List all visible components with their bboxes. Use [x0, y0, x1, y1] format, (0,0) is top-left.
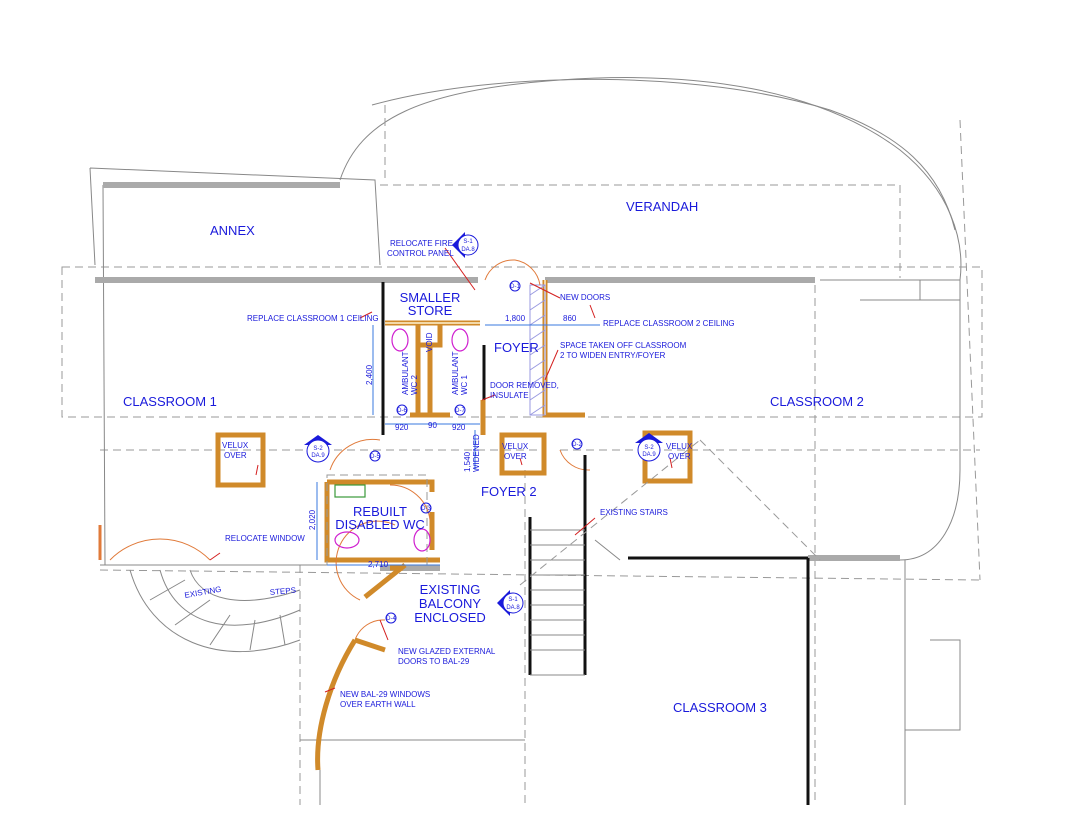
room-ambulant-wc-2: AMBULANTWC 2: [401, 351, 419, 395]
room-void: VOID: [425, 332, 434, 352]
toilet-icon: [391, 328, 409, 352]
toilet-icon: [334, 531, 360, 549]
svg-text:D-2: D-2: [572, 442, 582, 448]
note-existing-stairs: EXISTING STAIRS: [600, 508, 668, 517]
room-classroom-2: CLASSROOM 2: [770, 394, 864, 409]
svg-text:D-5: D-5: [370, 454, 380, 460]
room-foyer-2: FOYER 2: [481, 484, 537, 499]
external-steps: EXISTING STEPS: [129, 569, 301, 653]
leader-lines: [209, 247, 673, 693]
note-replace-classroom-2-ceiling: REPLACE CLASSROOM 2 CEILING: [603, 319, 735, 328]
room-ambulant-wc-1: AMBULANTWC 1: [451, 351, 469, 395]
section-marker-s1-top: S-1 DA.8: [452, 232, 479, 258]
note-new-doors: NEW DOORS: [560, 293, 610, 302]
svg-text:DA.9: DA.9: [642, 452, 656, 458]
amenities-walls: [98, 259, 693, 771]
svg-text:DA.8: DA.8: [461, 247, 475, 253]
room-verandah: VERANDAH: [626, 199, 698, 214]
dim-1800: 1,800: [505, 314, 526, 323]
existing-stairs-drawing: [519, 439, 821, 676]
room-classroom-1: CLASSROOM 1: [123, 394, 217, 409]
existing-outlines: [61, 77, 983, 805]
dimension-lines: 1,800 860 2,400 920 90 920 1,540WIDENED …: [308, 314, 600, 569]
svg-text:S-2: S-2: [313, 446, 323, 452]
note-relocate-window: RELOCATE WINDOW: [225, 534, 305, 543]
section-marker-s2-left: S-2 DA.9: [304, 435, 332, 463]
svg-text:DA.8: DA.8: [506, 605, 520, 611]
velux-over-classroom1: [215, 432, 266, 488]
room-classroom-3: CLASSROOM 3: [673, 700, 767, 715]
note-replace-classroom-1-ceiling: REPLACE CLASSROOM 1 CEILING: [247, 314, 379, 323]
basin-icon: [413, 528, 431, 552]
dim-2710: 2,710: [368, 560, 389, 569]
svg-text:D-1: D-1: [510, 284, 520, 290]
existing-label: EXISTING: [184, 585, 222, 600]
dim-90: 90: [428, 421, 437, 430]
svg-text:D-7: D-7: [455, 408, 465, 414]
svg-text:D-4: D-4: [386, 616, 396, 622]
dim-920-right: 920: [452, 423, 466, 432]
dim-920-left: 920: [395, 423, 409, 432]
dim-2400: 2,400: [365, 364, 374, 385]
section-marker-s1-balcony: S-1 DA.8: [497, 590, 524, 616]
dim-1540: 1,540WIDENED: [463, 434, 481, 472]
section-marker-s2-right: S-2 DA.9: [635, 433, 663, 462]
svg-text:D-3: D-3: [421, 506, 431, 512]
dim-860: 860: [563, 314, 577, 323]
dim-2020: 2,020: [308, 509, 317, 530]
fixtures: [334, 328, 469, 552]
svg-text:DA.9: DA.9: [311, 453, 325, 459]
room-foyer: FOYER: [494, 340, 539, 355]
hatched-area: [529, 284, 546, 416]
steps-label: STEPS: [269, 586, 296, 597]
svg-text:S-1: S-1: [463, 239, 473, 245]
door-tags: D-1 D-6 D-7 D-5 D-3 D-4 D-2: [369, 280, 583, 624]
room-annex: ANNEX: [210, 223, 255, 238]
toilet-icon: [451, 328, 469, 352]
note-door-removed: DOOR REMOVED,INSULATE: [490, 381, 559, 400]
svg-text:S-2: S-2: [644, 445, 654, 451]
svg-text:D-6: D-6: [397, 408, 407, 414]
section-markers: S-1 DA.8 S-2 DA.9 S-2 DA.9 S-1 DA.8: [304, 232, 663, 616]
svg-text:S-1: S-1: [508, 597, 518, 603]
room-labels: ANNEX VERANDAH CLASSROOM 1 CLASSROOM 2 C…: [123, 199, 864, 715]
velux-over-foyer2: [499, 432, 547, 476]
